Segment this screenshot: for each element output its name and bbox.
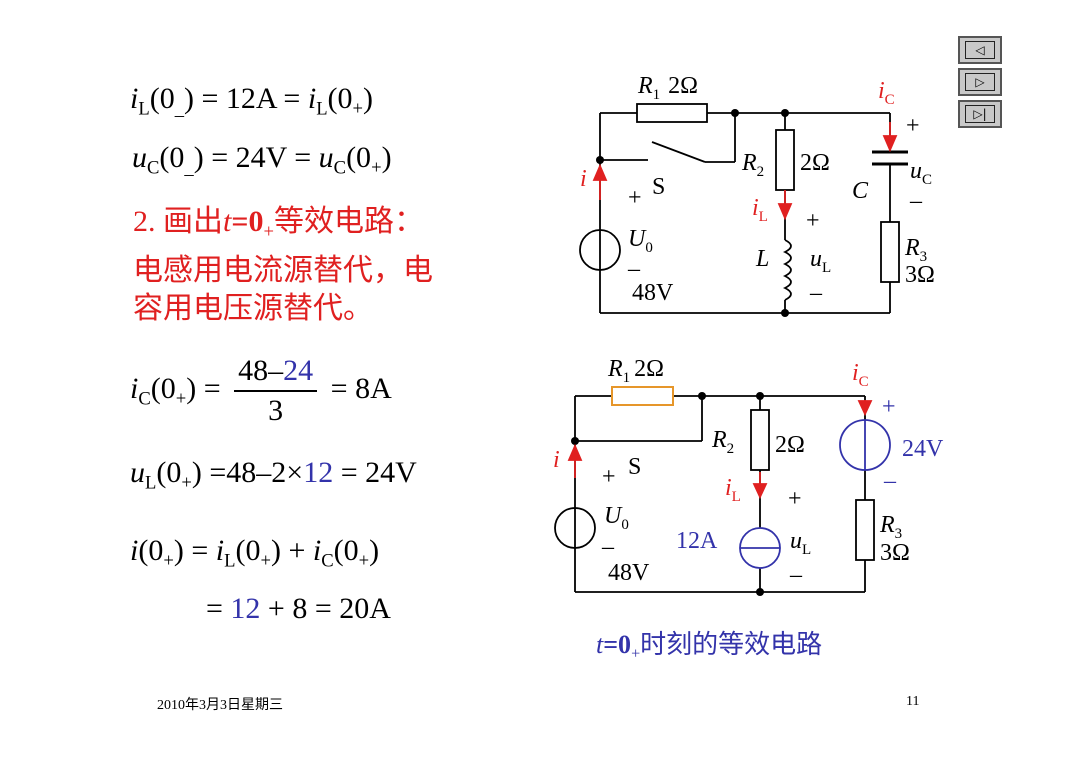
equation-ul-plus: uL(0+) =48–2×12 = 24V (130, 456, 417, 494)
svg-text:48V: 48V (608, 560, 650, 586)
heading-line-3: 容用电压源替代。 (133, 291, 373, 325)
svg-text:uL: uL (810, 246, 831, 276)
svg-text:2Ω: 2Ω (800, 150, 830, 176)
svg-text:–: – (789, 562, 803, 588)
svg-text:L: L (755, 246, 769, 272)
fraction: 48–24 3 (234, 356, 318, 426)
next-icon: ▷ (965, 73, 995, 91)
circuit-caption: t=0+时刻的等效电路 (596, 630, 823, 663)
svg-text:+: + (882, 394, 896, 420)
equation-ic-plus: iC(0+) = 48–24 3 = 8A (130, 354, 392, 427)
heading-line-2: 电感用电流源替代，电 (133, 253, 433, 287)
svg-text:U0: U0 (628, 226, 653, 256)
last-slide-button[interactable]: ▷| (958, 100, 1002, 128)
svg-text:3Ω: 3Ω (905, 262, 935, 288)
resistor-r1 (636, 103, 708, 123)
svg-text:S: S (652, 174, 665, 200)
svg-text:U0: U0 (604, 503, 629, 533)
heading-line-1: 2. 画出t=0+等效电路： (133, 205, 424, 243)
prev-icon: ◁ (965, 41, 995, 59)
next-slide-button[interactable]: ▷ (958, 68, 1002, 96)
footer-date: 2010年3月3日星期三 (157, 698, 283, 713)
last-icon: ▷| (965, 105, 995, 123)
page-number: 11 (906, 694, 920, 709)
svg-text:+: + (788, 486, 802, 512)
svg-text:–: – (809, 280, 823, 306)
svg-text:12A: 12A (676, 528, 718, 554)
svg-text:–: – (601, 534, 615, 560)
svg-text:+: + (602, 464, 616, 490)
svg-text:3Ω: 3Ω (880, 540, 910, 566)
svg-text:R2: R2 (711, 427, 734, 457)
equation-i-result: = 12 + 8 = 20A (206, 592, 391, 625)
equation-il-initial: iL(0_) = 12A = iL(0+) (130, 82, 374, 120)
svg-text:R3: R3 (904, 235, 927, 265)
svg-text:–: – (909, 188, 923, 214)
svg-text:–: – (627, 256, 641, 282)
svg-text:C: C (852, 178, 869, 204)
svg-text:i: i (580, 166, 587, 192)
svg-text:iC: iC (852, 360, 869, 390)
svg-text:–: – (883, 468, 897, 494)
svg-text:+: + (628, 185, 642, 211)
svg-text:48V: 48V (632, 280, 674, 306)
resistor-r3-eq (855, 499, 875, 561)
svg-text:uC: uC (910, 158, 932, 188)
svg-text:uL: uL (790, 528, 811, 558)
svg-text:S: S (628, 454, 641, 480)
resistor-r1-eq (611, 386, 674, 406)
equation-i-plus: i(0+) = iL(0+) + iC(0+) (130, 534, 380, 572)
svg-text:iL: iL (725, 475, 741, 505)
svg-text:R3: R3 (879, 512, 902, 542)
prev-slide-button[interactable]: ◁ (958, 36, 1002, 64)
svg-text:iL: iL (752, 195, 768, 225)
svg-text:+: + (806, 208, 820, 234)
resistor-r2-eq (750, 409, 770, 471)
svg-text:R2: R2 (741, 150, 764, 180)
svg-text:24V: 24V (902, 436, 944, 462)
heading-block: 2. 画出t=0+等效电路： 电感用电流源替代，电 容用电压源替代。 (133, 203, 433, 328)
svg-text:iC: iC (878, 78, 895, 108)
svg-text:i: i (553, 447, 560, 473)
equation-uc-initial: uC(0_) = 24V = uC(0+) (132, 141, 392, 179)
inductor-l (782, 239, 792, 301)
svg-text:+: + (906, 113, 920, 139)
svg-text:2Ω: 2Ω (775, 432, 805, 458)
